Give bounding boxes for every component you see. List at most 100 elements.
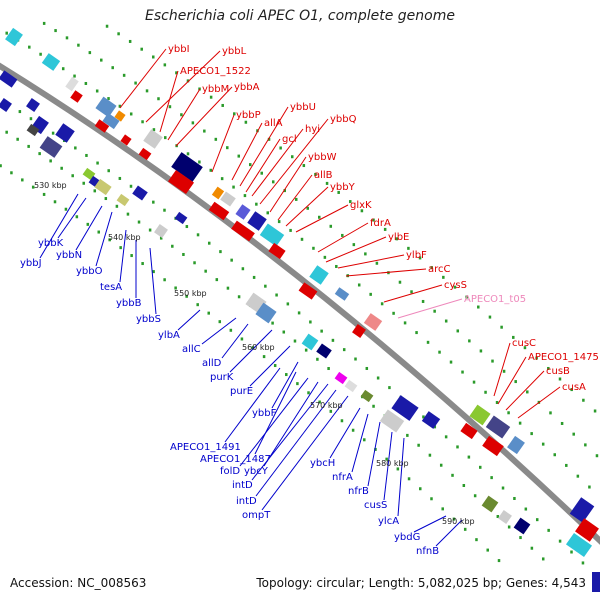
gene-feature-block [565,532,593,558]
tick-mark [118,104,122,108]
gene-feature-block [174,211,188,225]
leader-line [231,122,263,181]
gene-feature-block [132,185,148,201]
leader-line [325,236,387,263]
leader-line [263,381,319,467]
tick-mark [473,494,477,498]
gene-feature-block [26,98,40,112]
tick-mark [547,528,550,532]
gene-label-reverse: intD [236,496,257,507]
tick-mark [565,463,568,467]
gene-feature-block [259,223,285,247]
gene-label-reverse: nfnB [416,546,439,557]
tick-mark [331,338,335,342]
tick-mark [497,559,501,563]
tick-mark [496,515,500,519]
tick-mark [300,237,304,241]
leader-line [75,205,103,251]
tick-mark [214,137,218,141]
tick-mark [186,152,190,156]
tick-mark [209,168,213,172]
gene-label-forward: ybbP [236,110,261,121]
tick-mark [134,81,137,85]
tick-mark [244,120,248,124]
gene-label-reverse: purK [210,372,234,383]
tick-mark [472,380,476,384]
label-leaders [39,48,561,547]
tick-mark [271,180,275,184]
tick-mark [289,228,292,232]
gene-feature-block [301,333,319,351]
map-title: Escherichia coli APEC O1, complete genom… [145,8,455,24]
tick-mark [337,190,340,194]
tick-mark [541,557,545,561]
tick-mark [84,81,88,85]
tick-mark [86,222,90,226]
tick-mark [312,246,315,250]
tick-mark [130,254,133,258]
leader-line [269,156,307,213]
tick-mark [16,137,19,141]
gene-feature-block [298,282,318,300]
gene-feature-block [65,76,79,92]
tick-mark [279,146,282,150]
tick-mark [441,507,444,511]
leader-line [271,361,299,409]
tick-mark [252,275,256,279]
leader-line [119,229,127,283]
gene-feature-block [0,98,12,112]
gene-label-reverse: ybbK [38,238,64,249]
tick-mark [369,292,372,296]
tick-mark [468,339,471,343]
tick-mark [486,548,489,552]
tick-mark [430,497,433,501]
gene-feature-block [211,186,225,200]
gene-feature-block [247,211,267,231]
tick-mark [323,255,327,259]
gene-label-forward: cysS [444,280,467,291]
tick-mark [398,280,402,284]
leader-line [255,389,337,497]
leader-line [329,407,361,459]
tick-mark [285,373,288,377]
tick-mark [581,561,585,565]
tick-mark [29,117,33,121]
tick-mark [475,538,478,542]
gene-feature-block [114,110,126,122]
tick-mark [251,346,255,350]
tick-mark [306,206,309,210]
tick-mark [137,220,141,224]
tick-mark [415,331,418,335]
tick-mark [77,43,80,47]
tick-mark [42,192,46,196]
tick-mark [376,376,380,380]
tick-mark [296,382,299,386]
leader-line [317,222,369,253]
tick-mark [495,400,499,404]
gene-label-reverse: ybbF [252,408,277,419]
tick-mark [314,172,317,176]
tick-mark [572,432,575,436]
leader-line [337,254,405,269]
leader-line [251,128,304,197]
tick-mark [462,483,466,487]
tick-mark [524,507,528,511]
tick-mark [365,366,369,370]
tick-mark [221,103,224,107]
tick-mark [488,315,492,319]
tick-mark [39,52,42,56]
tick-mark [174,286,177,290]
gene-label-reverse: ybbS [136,314,161,325]
tick-mark [327,367,330,371]
gene-label-forward: allA [264,118,283,129]
tick-mark [467,455,471,459]
tick-mark [95,89,99,93]
leader-line [249,345,291,387]
gene-feature-block [231,220,255,242]
tick-mark [10,171,13,175]
leader-line [167,88,201,141]
leader-line [57,197,87,239]
tick-mark [582,398,585,402]
tick-mark [549,411,552,415]
tick-mark [395,237,399,241]
